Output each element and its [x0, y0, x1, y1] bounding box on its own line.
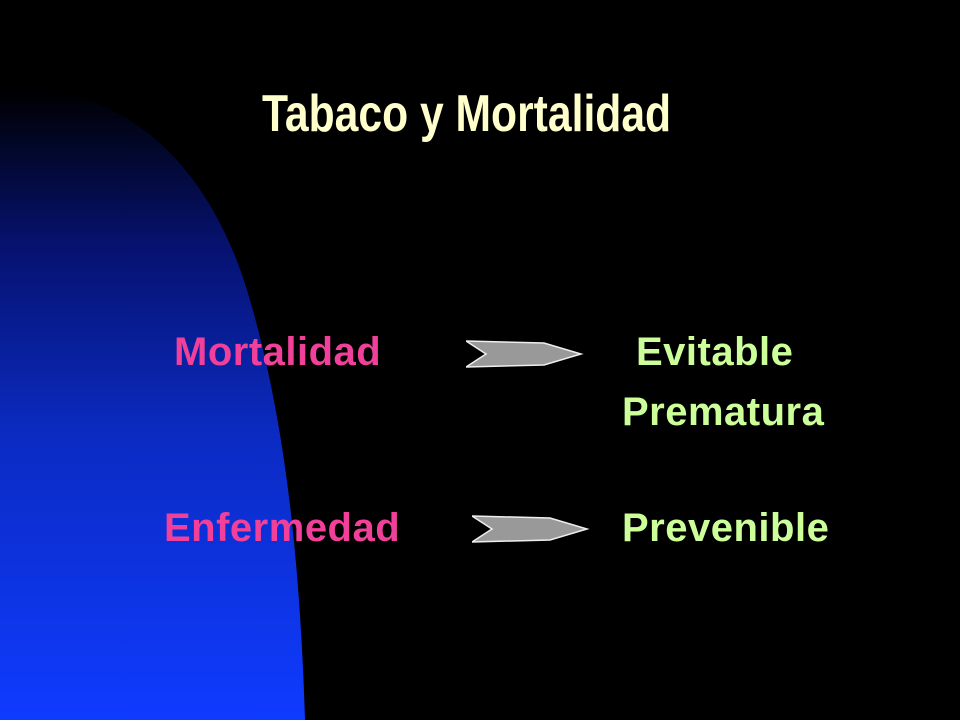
term-prevenible: Prevenible	[622, 506, 830, 550]
arrow-right-icon	[466, 340, 584, 368]
arrow-right-icon	[472, 515, 590, 543]
term-mortalidad: Mortalidad	[174, 330, 382, 374]
term-enfermedad: Enfermedad	[164, 506, 401, 550]
term-evitable: Evitable	[636, 330, 794, 374]
slide-title: Tabaco y Mortalidad	[262, 85, 672, 143]
blue-gradient-shape	[0, 89, 305, 720]
term-prematura: Prematura	[622, 390, 825, 434]
